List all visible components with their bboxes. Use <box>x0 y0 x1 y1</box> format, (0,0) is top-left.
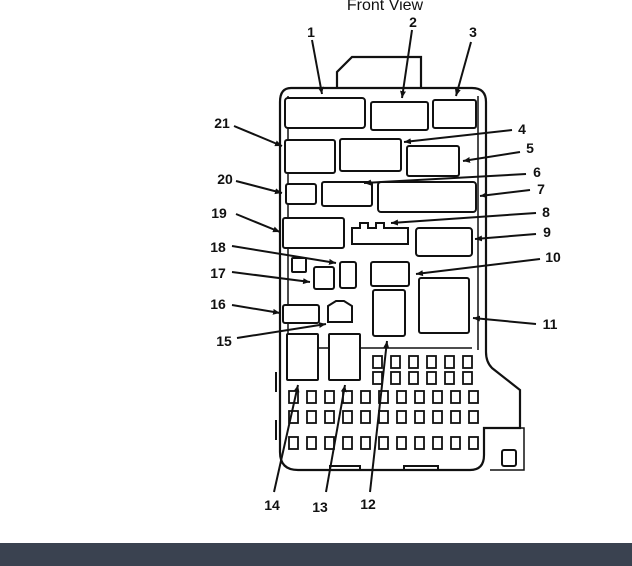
component-18 <box>339 261 357 289</box>
mini-fuse-slot <box>390 355 401 369</box>
component-15 <box>327 300 353 323</box>
mini-fuse-slot <box>288 410 299 424</box>
mini-fuse-slot <box>468 390 479 404</box>
component-12 <box>372 289 406 337</box>
mini-fuse-slot <box>342 410 353 424</box>
mini-fuse-slot <box>462 371 473 385</box>
mini-fuse-slot <box>396 410 407 424</box>
label-3: 3 <box>469 24 477 40</box>
mini-fuse-slot <box>414 436 425 450</box>
mini-fuse-slot <box>450 390 461 404</box>
mini-fuse-slot <box>396 436 407 450</box>
component-2 <box>370 101 429 131</box>
diagram-title: Front View <box>347 0 424 14</box>
component-13 <box>328 333 361 381</box>
component-16 <box>282 304 320 324</box>
component-14 <box>286 333 319 381</box>
mini-fuse-slot <box>324 390 335 404</box>
label-9: 9 <box>543 224 551 240</box>
label-18: 18 <box>210 239 226 255</box>
component-18-socket <box>291 257 307 273</box>
mini-fuse-slot <box>324 410 335 424</box>
callout-labels: 1 2 3 4 5 6 7 8 9 10 11 12 13 14 15 16 1… <box>210 14 561 515</box>
label-11: 11 <box>543 316 558 332</box>
component-11 <box>418 277 470 334</box>
mini-fuse-slot <box>432 390 443 404</box>
mini-fuse-slot <box>426 371 437 385</box>
mini-fuse-slot <box>432 436 443 450</box>
mini-fuse-slot <box>408 371 419 385</box>
label-4: 4 <box>518 121 526 137</box>
label-14: 14 <box>264 497 280 513</box>
label-15: 15 <box>216 333 232 349</box>
mini-fuse-slot <box>324 436 335 450</box>
mini-fuse-slot <box>378 410 389 424</box>
component-6 <box>321 181 373 207</box>
mini-fuse-slot <box>444 355 455 369</box>
mini-fuse-slot <box>444 371 455 385</box>
label-10: 10 <box>545 249 561 265</box>
component-10 <box>370 261 410 287</box>
label-2: 2 <box>409 14 417 30</box>
mini-fuse-slot <box>360 390 371 404</box>
component-20 <box>285 183 317 205</box>
mini-fuse-slot <box>378 390 389 404</box>
mini-fuse-slot <box>372 355 383 369</box>
label-12: 12 <box>360 496 376 512</box>
component-5 <box>406 145 460 177</box>
component-19 <box>282 217 345 249</box>
mini-fuse-slot <box>450 410 461 424</box>
mini-fuse-slot <box>378 436 389 450</box>
mini-fuse-slot <box>414 410 425 424</box>
mini-fuse-slot <box>342 436 353 450</box>
mini-fuse-slot <box>462 355 473 369</box>
fuse-components <box>282 97 479 450</box>
component-8 <box>351 222 409 245</box>
mini-fuse-slot <box>390 371 401 385</box>
mini-fuse-grid <box>288 355 479 450</box>
component-4 <box>339 138 402 172</box>
mini-fuse-slot <box>408 355 419 369</box>
mini-fuse-slot <box>426 355 437 369</box>
footer-bar <box>0 543 632 566</box>
fuse-box-diagram: Front View <box>210 0 561 515</box>
label-21: 21 <box>214 115 230 131</box>
mini-fuse-slot <box>360 410 371 424</box>
label-8: 8 <box>542 204 550 220</box>
mini-fuse-slot <box>372 371 383 385</box>
component-9 <box>415 227 473 257</box>
label-5: 5 <box>526 140 534 156</box>
label-19: 19 <box>211 205 227 221</box>
mini-fuse-slot <box>450 436 461 450</box>
label-16: 16 <box>210 296 226 312</box>
label-1: 1 <box>307 24 315 40</box>
mini-fuse-slot <box>306 410 317 424</box>
component-3 <box>432 99 477 129</box>
mini-fuse-slot <box>432 410 443 424</box>
mini-fuse-slot <box>396 390 407 404</box>
mini-fuse-slot <box>288 436 299 450</box>
component-21 <box>284 139 336 174</box>
mini-fuse-slot <box>414 390 425 404</box>
component-7 <box>377 181 477 213</box>
mini-fuse-slot <box>468 436 479 450</box>
component-17 <box>313 266 335 290</box>
label-20: 20 <box>217 171 233 187</box>
mini-fuse-slot <box>468 410 479 424</box>
mini-fuse-slot <box>306 436 317 450</box>
label-7: 7 <box>537 181 545 197</box>
label-13: 13 <box>312 499 328 515</box>
component-1 <box>284 97 366 129</box>
mini-fuse-slot <box>360 436 371 450</box>
label-17: 17 <box>210 265 226 281</box>
label-6: 6 <box>533 164 541 180</box>
mini-fuse-slot <box>306 390 317 404</box>
leader-arrows <box>231 29 541 493</box>
